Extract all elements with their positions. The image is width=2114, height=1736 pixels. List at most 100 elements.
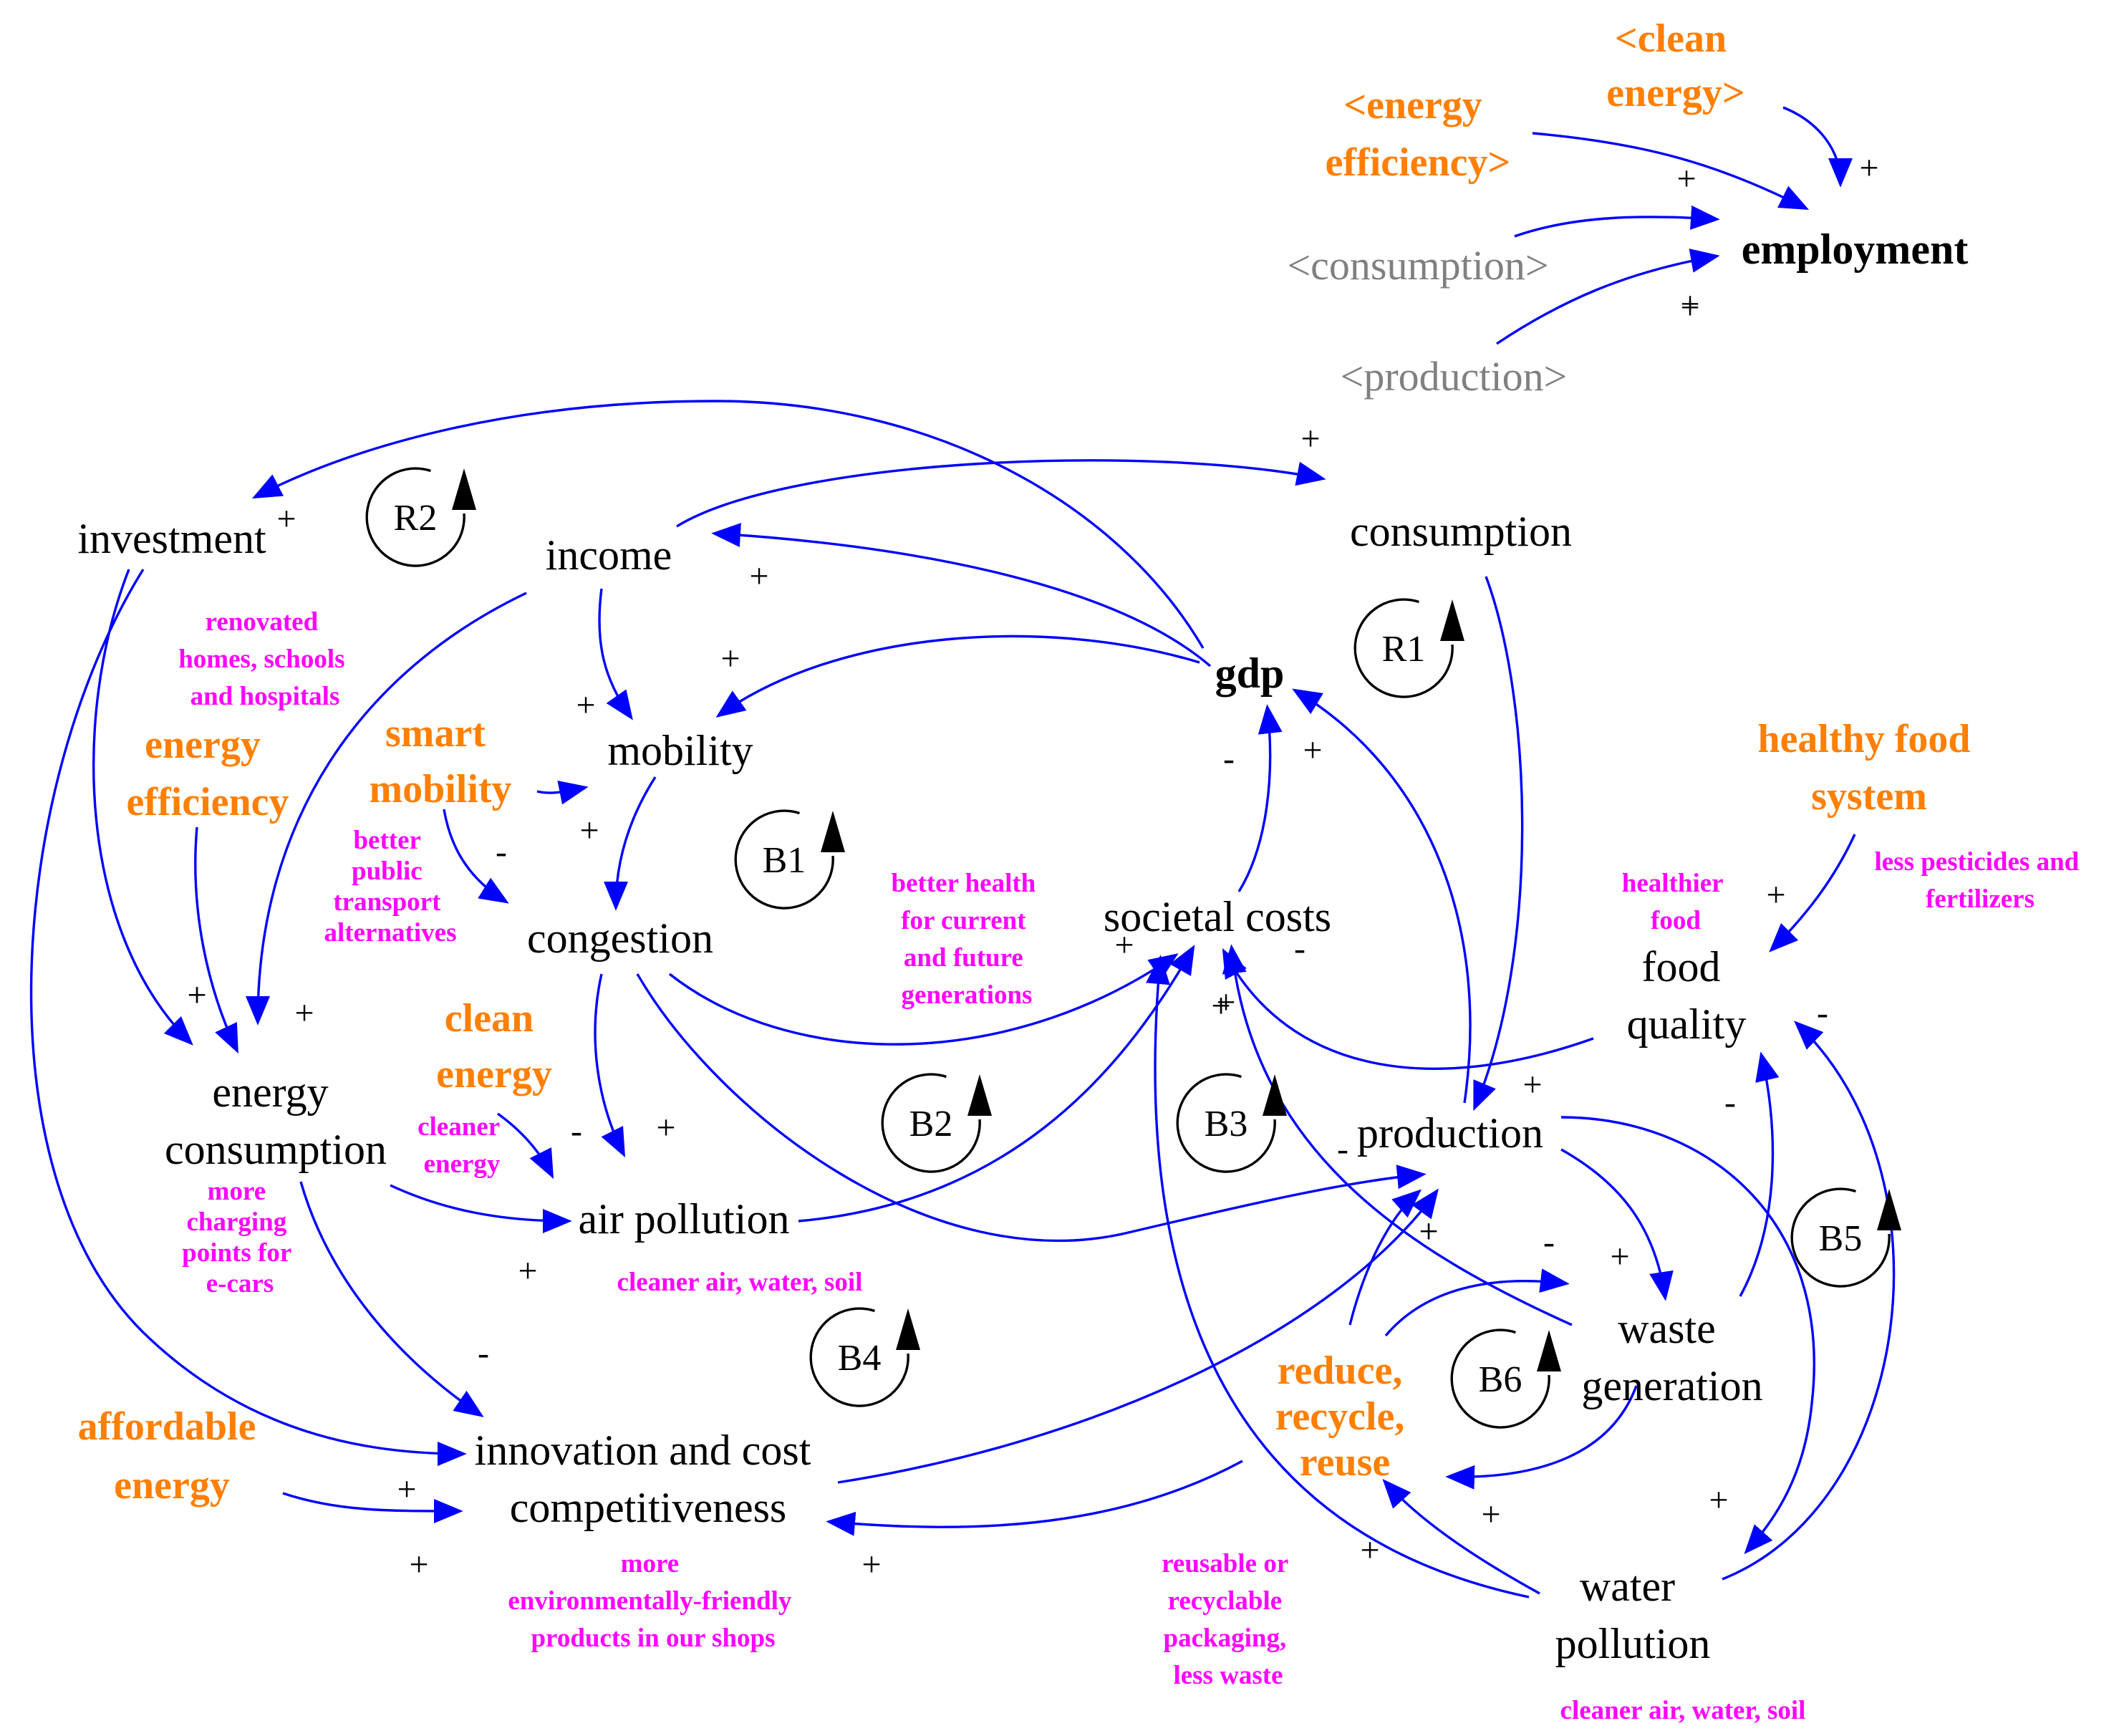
edge-production-shadow-employment: [1496, 249, 1720, 345]
loop-marker-r1: R1: [1353, 598, 1464, 698]
note-better-health-line-1: better health: [892, 869, 1036, 898]
note-public-transport: better public transport alternatives: [324, 826, 457, 947]
loop-marker-b3: B3: [1176, 1073, 1287, 1173]
loop-marker-b2: B2: [881, 1073, 992, 1173]
polarity-sign: +: [1610, 1238, 1629, 1276]
note-cleaner-energy-line-1: cleaner: [418, 1112, 500, 1142]
polarity-sign: +: [1300, 420, 1320, 458]
polarity-sign: +: [576, 686, 595, 724]
loop-marker-b6: B6: [1450, 1328, 1561, 1429]
polarity-sign: -: [1223, 740, 1235, 778]
loop-arrowhead: [1440, 599, 1464, 641]
note-eco-products: more environmentally-friendly products i…: [508, 1549, 798, 1653]
loop-label: B5: [1819, 1218, 1863, 1259]
loop-circle: [734, 809, 834, 910]
variable-layer: employment <consumption> <production> in…: [77, 226, 1968, 1667]
policy-clean-energy-line-2: energy: [436, 1052, 552, 1096]
node-air-pollution: air pollution: [579, 1195, 790, 1243]
edge-gdp-income: [711, 523, 1212, 667]
note-better-health-line-2: for current: [901, 906, 1026, 935]
node-waste-generation-line-2: generation: [1581, 1362, 1762, 1409]
polarity-sign: +: [656, 1109, 675, 1147]
node-innovation: innovation and cost competitiveness: [475, 1427, 822, 1531]
policy-reduce-recycle-reuse-line-1: reduce,: [1278, 1349, 1403, 1393]
polarity-sign: +: [187, 976, 206, 1014]
edge-clean-energy-air-pollution: [497, 1112, 554, 1180]
note-public-transport-line-1: better: [353, 826, 420, 855]
loop-marker-b1: B1: [734, 809, 845, 910]
policy-affordable-energy-line-2: energy: [114, 1463, 230, 1508]
node-food-quality: food quality: [1627, 943, 1747, 1048]
polarity-sign: +: [1676, 160, 1696, 198]
polarity-sign: +: [1680, 289, 1699, 327]
edge-congestion-production: [636, 973, 1427, 1243]
note-renovated: renovated homes, schools and hospitals: [178, 607, 352, 711]
note-eco-products-line-3: products in our shops: [531, 1624, 775, 1653]
loop-marker-b5: B5: [1790, 1187, 1901, 1288]
node-innovation-line-2: competitiveness: [510, 1484, 787, 1531]
polarity-sign: +: [1522, 1066, 1542, 1104]
edge-smart-mobility-mobility: [536, 780, 589, 805]
policy-healthy-food-system: healthy food system: [1757, 717, 1980, 819]
polarity-sign: +: [409, 1545, 428, 1583]
loop-label: B3: [1205, 1104, 1248, 1144]
polarity-sign: -: [478, 1334, 489, 1372]
loop-circle: [1450, 1328, 1550, 1429]
node-consumption-shadow: <consumption>: [1287, 242, 1548, 289]
note-public-transport-line-2: public: [352, 857, 423, 886]
edge-water-pollution-food-quality: [1722, 1021, 1896, 1581]
loop-arrowhead: [896, 1308, 920, 1350]
node-energy-consumption-line-2: consumption: [165, 1126, 387, 1173]
node-production-shadow: <production>: [1341, 353, 1568, 400]
polarity-sign: +: [861, 1545, 881, 1583]
loop-arrowhead: [967, 1074, 992, 1116]
policy-reduce-recycle-reuse-line-2: recycle,: [1275, 1394, 1405, 1439]
note-better-health-line-4: generations: [902, 980, 1033, 1010]
polarity-sign: +: [1419, 1212, 1438, 1250]
node-income: income: [546, 531, 672, 579]
node-innovation-line-1: innovation and cost: [475, 1427, 811, 1474]
node-employment: employment: [1742, 226, 1969, 273]
edge-reduce-recycle-reuse-innovation: [826, 1460, 1243, 1536]
polarity-sign: -: [1294, 930, 1305, 968]
note-eco-products-line-2: environmentally-friendly: [508, 1586, 792, 1616]
policy-reduce-recycle-reuse-line-3: reuse: [1300, 1440, 1391, 1485]
policy-energy-efficiency-shadow-line-1: <energy: [1343, 83, 1482, 127]
note-less-pesticides-line-1: less pesticides and: [1874, 847, 2079, 877]
policy-affordable-energy: affordable energy: [78, 1404, 266, 1508]
polarity-sign: -: [1543, 1223, 1555, 1261]
policy-energy-efficiency-shadow-line-2: efficiency>: [1326, 140, 1511, 185]
polarity-sign: +: [1481, 1495, 1500, 1533]
node-production: production: [1357, 1109, 1543, 1157]
edge-production-waste-generation: [1560, 1148, 1674, 1301]
note-renovated-line-1: renovated: [206, 607, 319, 637]
loop-circle: [1790, 1187, 1891, 1288]
note-cleaner-air-2: cleaner air, water, soil: [1560, 1696, 1806, 1725]
loop-circle: [1353, 598, 1454, 698]
edge-societal-costs-gdp: [1237, 704, 1283, 892]
polarity-sign: +: [1360, 1531, 1379, 1569]
polarity-sign: +: [276, 500, 296, 538]
note-less-pesticides-line-2: fertilizers: [1926, 884, 2035, 914]
loop-label: R2: [394, 498, 438, 539]
edge-energy-consumption-air-pollution: [390, 1184, 572, 1233]
note-less-pesticides: less pesticides and fertilizers: [1874, 847, 2085, 914]
loop-label: B4: [838, 1338, 882, 1379]
note-charging-points: more charging points for e-cars: [182, 1177, 298, 1298]
note-better-health: better health for current and future gen…: [892, 869, 1043, 1010]
polarity-sign: +: [1680, 285, 1699, 323]
note-renovated-line-2: homes, schools: [178, 645, 344, 674]
loop-label: B1: [763, 840, 806, 881]
loop-marker-b4: B4: [809, 1307, 920, 1407]
note-healthier-food-line-2: food: [1651, 906, 1701, 935]
node-consumption: consumption: [1350, 508, 1572, 555]
policy-clean-energy-shadow: <clean energy>: [1606, 16, 1745, 115]
policy-energy-efficiency-shadow: <energy efficiency>: [1326, 83, 1511, 185]
edge-layer: [29, 106, 1896, 1598]
node-water-pollution: water pollution: [1555, 1563, 1711, 1667]
edge-reduce-recycle-reuse-waste-generation: [1384, 1268, 1570, 1337]
policy-smart-mobility-line-2: mobility: [369, 767, 511, 811]
note-renovated-line-3: and hospitals: [190, 682, 340, 711]
